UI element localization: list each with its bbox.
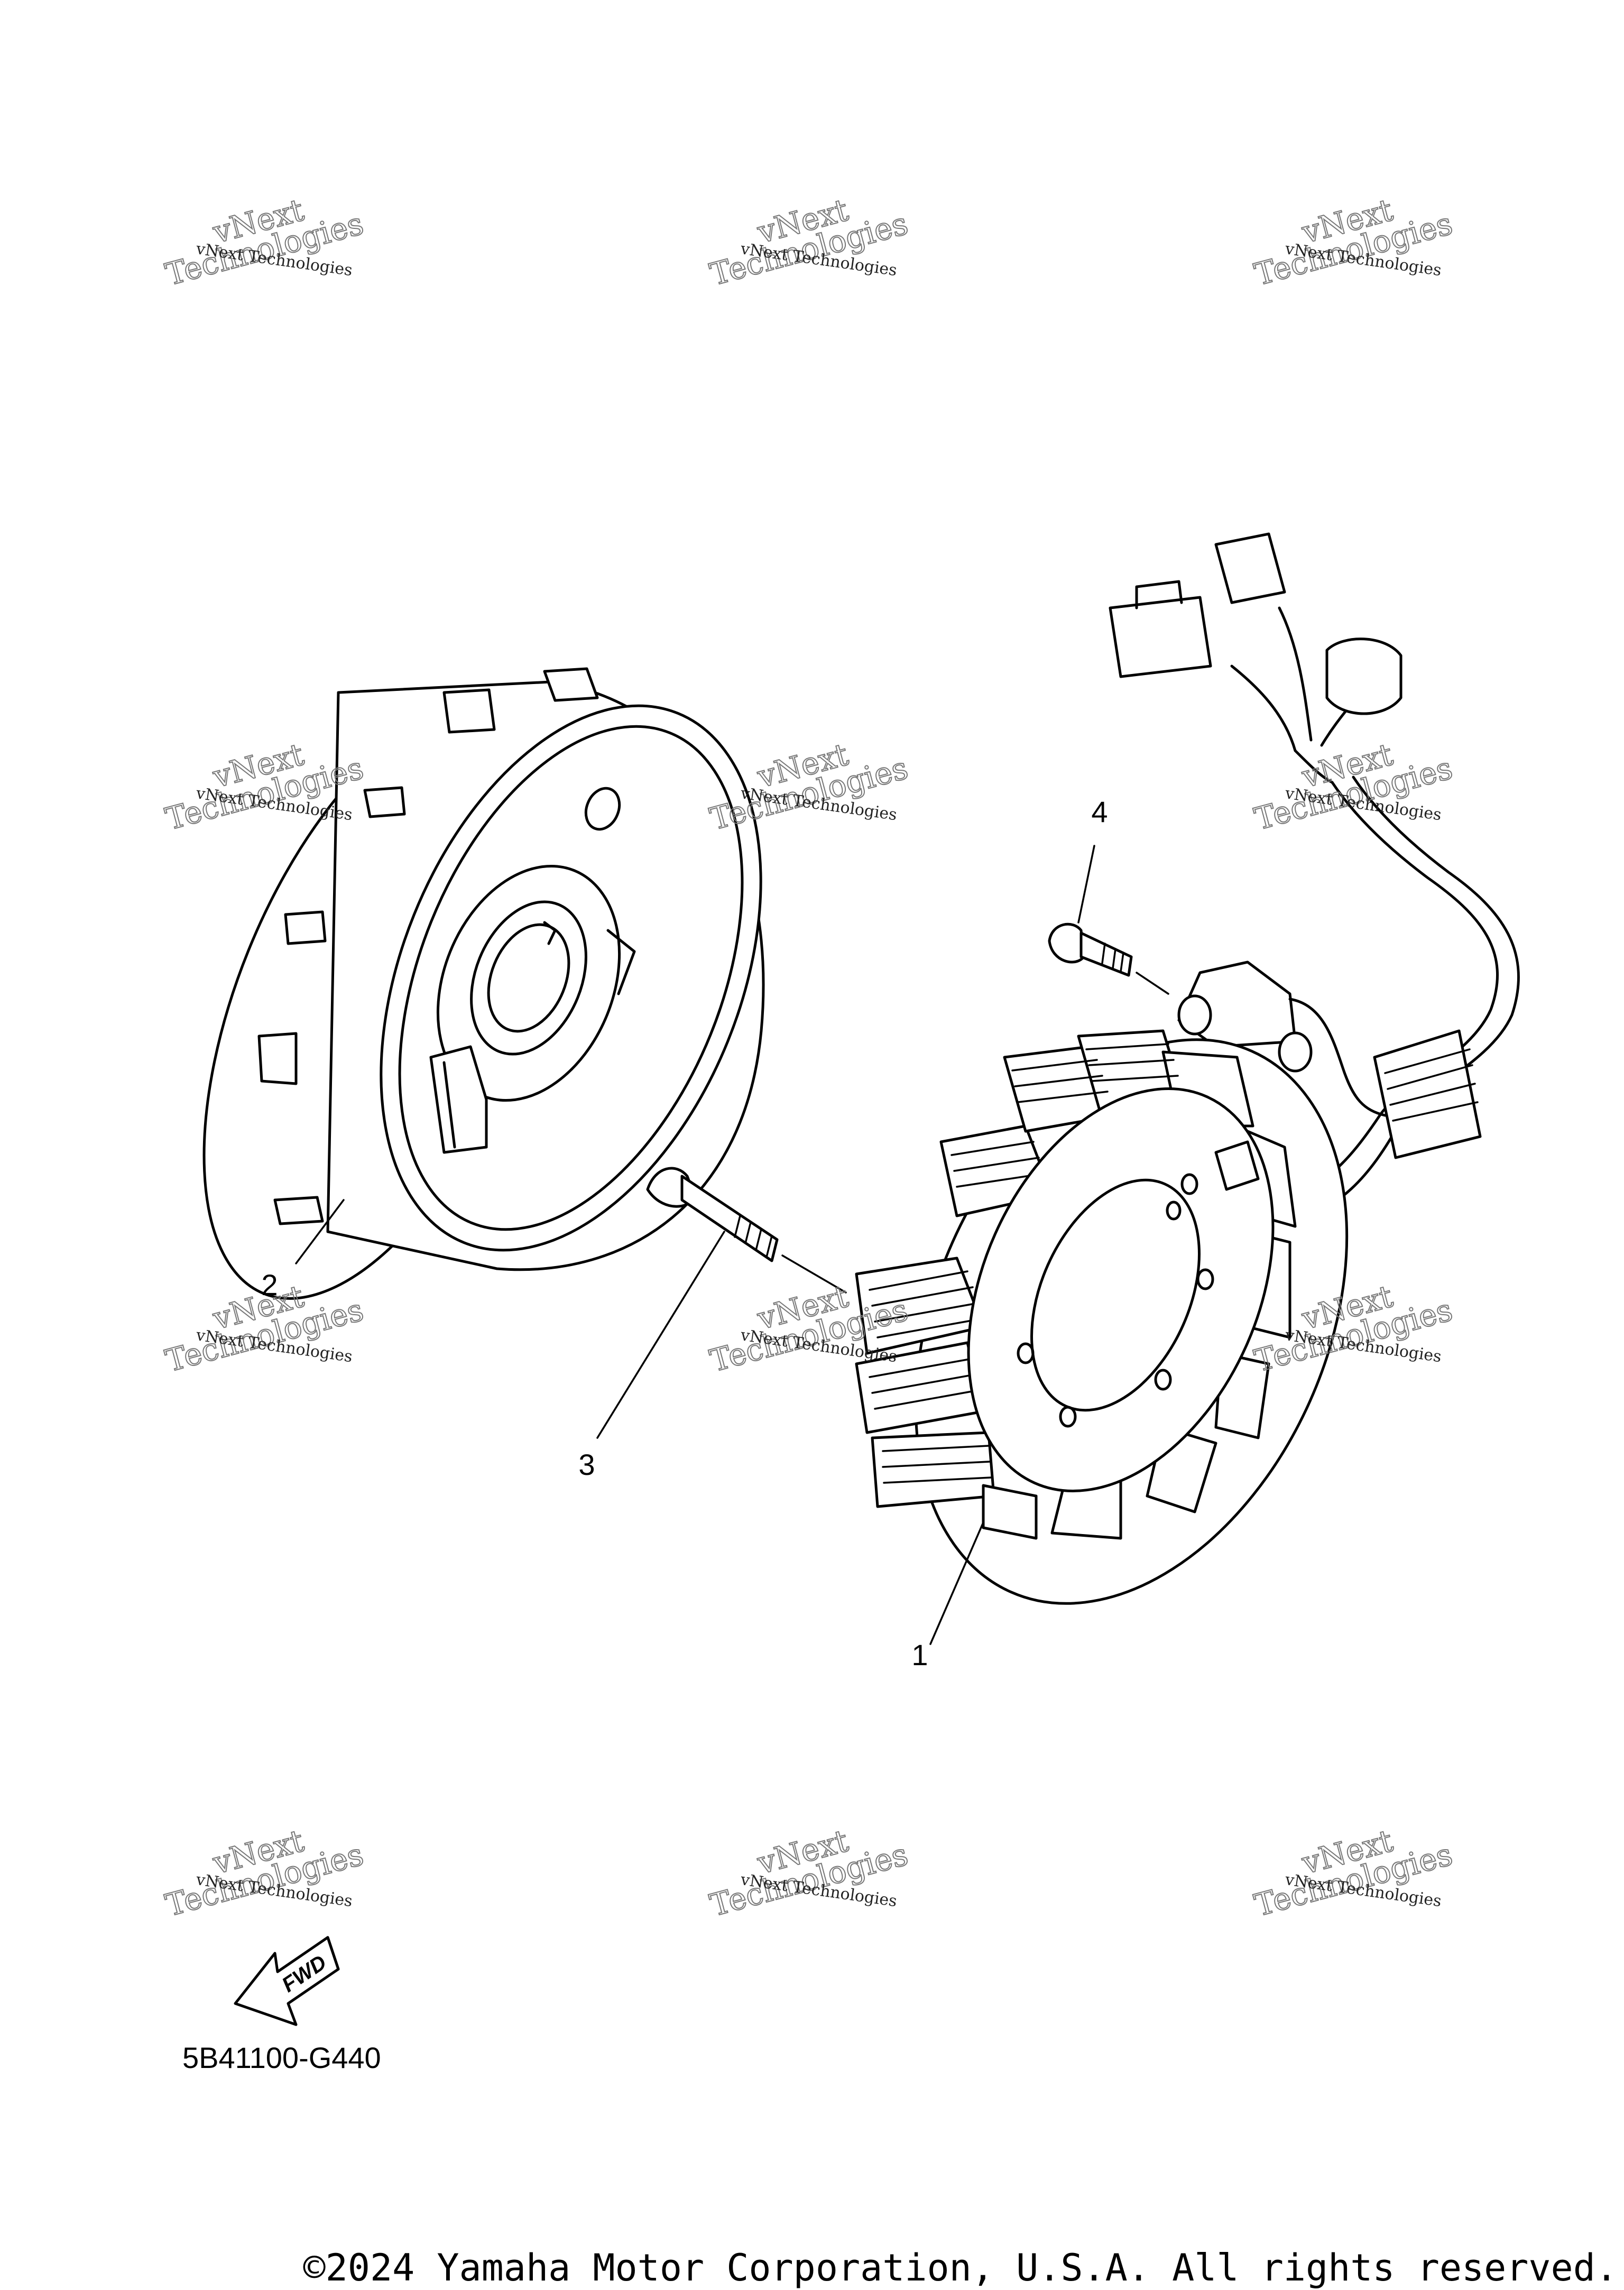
flywheel-rotor: [202, 667, 765, 1300]
watermark: vNext Technologies vNext Technologies: [1250, 1822, 1456, 1924]
diagram-code: 5B41100-G440: [182, 2041, 381, 2074]
callout-1: 1: [911, 1638, 928, 1672]
connector-c: [1325, 638, 1402, 715]
watermark: vNext Technologies vNext Technologies: [706, 1822, 912, 1924]
connector-b: [1214, 532, 1286, 604]
copyright-notice: ©2024 Yamaha Motor Corporation, U.S.A. A…: [303, 2246, 1618, 2289]
callout-4: 4: [1091, 795, 1108, 828]
screw: [1048, 922, 1169, 995]
stator-assembly: [855, 532, 1520, 1605]
callout-2: 2: [261, 1268, 278, 1301]
watermark: vNext Technologies vNext Technologies: [1250, 191, 1456, 293]
callout-3: 3: [578, 1448, 595, 1481]
bolt: [646, 1167, 847, 1294]
leader-line-1: [929, 1521, 984, 1645]
watermark: vNext Technologies vNext Technologies: [161, 1278, 367, 1380]
fwd-arrow-icon: FWD: [234, 1936, 340, 2026]
connector-a: [1109, 596, 1212, 678]
watermark: vNext Technologies vNext Technologies: [706, 191, 912, 293]
watermark: vNext Technologies vNext Technologies: [161, 191, 367, 293]
leader-line-2: [295, 1199, 345, 1264]
leader-line-3: [596, 1231, 725, 1439]
leader-line-4: [1077, 845, 1095, 924]
watermark: vNext Technologies vNext Technologies: [161, 1822, 367, 1924]
watermark: vNext Technologies vNext Technologies: [1250, 736, 1456, 838]
